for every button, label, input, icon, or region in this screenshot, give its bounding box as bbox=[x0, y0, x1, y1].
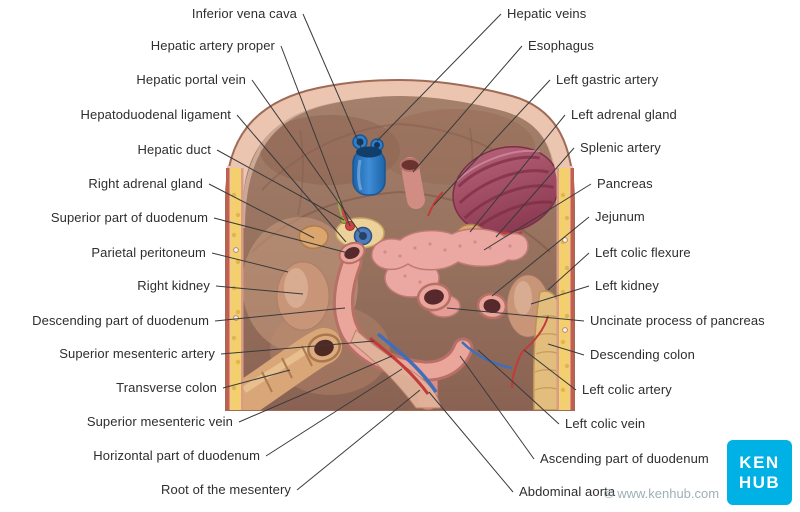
left-colic-vein-shape bbox=[461, 341, 513, 370]
label-descending-colon: Descending colon bbox=[590, 347, 695, 362]
right-body-wall-layers bbox=[556, 166, 574, 410]
spleen-shape bbox=[452, 145, 558, 235]
label-hepatic-duct: Hepatic duct bbox=[137, 142, 211, 157]
transverse-colon-cut bbox=[307, 333, 341, 363]
leader-line-left-adrenal-gland bbox=[469, 114, 566, 233]
transverse-colon-shape bbox=[243, 328, 342, 410]
label-superior-mesenteric-vein: Superior mesenteric vein bbox=[86, 414, 233, 429]
leader-line-root-of-the-mesentery bbox=[296, 389, 421, 491]
leader-line-left-gastric-artery bbox=[433, 79, 551, 206]
leader-line-left-colic-flexure bbox=[547, 252, 590, 291]
label-transverse-colon: Transverse colon bbox=[116, 380, 217, 395]
label-abdominal-aorta: Abdominal aorta bbox=[519, 484, 616, 499]
label-left-colic-flexure: Left colic flexure bbox=[595, 245, 691, 260]
leader-line-hepatic-portal-vein bbox=[251, 79, 362, 235]
leader-line-esophagus bbox=[412, 45, 523, 173]
leader-line-hepatic-duct bbox=[216, 149, 345, 221]
superior-duodenum-cut bbox=[338, 241, 366, 265]
leader-line-hepatoduodenal-ligament bbox=[236, 114, 347, 243]
label-left-colic-vein: Left colic vein bbox=[565, 416, 646, 431]
leader-line-horizontal-part-of-duodenum bbox=[265, 368, 403, 457]
label-parietal-peritoneum: Parietal peritoneum bbox=[91, 245, 206, 260]
label-root-of-the-mesentery: Root of the mesentery bbox=[161, 482, 291, 497]
leader-line-parietal-peritoneum bbox=[211, 252, 289, 273]
leader-line-superior-mesenteric-vein bbox=[238, 355, 393, 423]
leader-line-left-colic-artery bbox=[523, 349, 577, 391]
label-left-adrenal-gland: Left adrenal gland bbox=[571, 107, 677, 122]
kenhub-logo-line1: KEN bbox=[739, 452, 780, 472]
leader-line-superior-mesenteric-artery bbox=[220, 340, 375, 355]
left-gastric-artery-shape bbox=[427, 191, 444, 217]
label-inferior-vena-cava: Inferior vena cava bbox=[191, 6, 297, 21]
label-ascending-part-of-duodenum: Ascending part of duodenum bbox=[540, 451, 709, 466]
inferior-vena-cava-shape bbox=[352, 134, 386, 196]
label-superior-part-of-duodenum: Superior part of duodenum bbox=[50, 210, 208, 225]
leader-line-abdominal-aorta bbox=[428, 391, 514, 493]
mesentery-root-shape bbox=[350, 329, 442, 409]
leader-line-pancreas bbox=[483, 183, 592, 251]
leader-line-splenic-artery bbox=[495, 147, 575, 238]
label-descending-part-of-duodenum: Descending part of duodenum bbox=[32, 313, 209, 328]
leader-line-superior-part-of-duodenum bbox=[213, 217, 353, 255]
label-uncinate-process-of-pancreas: Uncinate process of pancreas bbox=[590, 313, 765, 328]
left-colic-artery-shape bbox=[511, 315, 549, 389]
leader-line-hepatic-artery-proper bbox=[280, 45, 351, 227]
label-splenic-artery: Splenic artery bbox=[580, 140, 661, 155]
leader-line-descending-colon bbox=[547, 343, 585, 356]
superior-mesenteric-artery-shape bbox=[369, 336, 430, 395]
leader-line-left-kidney bbox=[530, 285, 590, 305]
leader-line-jejunum bbox=[491, 216, 590, 297]
label-superior-mesenteric-artery: Superior mesenteric artery bbox=[59, 346, 215, 361]
right-adrenal-gland-shape bbox=[298, 225, 329, 250]
leader-line-right-kidney bbox=[215, 285, 304, 295]
label-esophagus: Esophagus bbox=[528, 38, 594, 53]
label-hepatic-artery-proper: Hepatic artery proper bbox=[150, 38, 275, 53]
label-left-gastric-artery: Left gastric artery bbox=[556, 72, 659, 87]
leader-line-left-colic-vein bbox=[477, 349, 560, 425]
leader-line-inferior-vena-cava bbox=[302, 13, 363, 151]
label-horizontal-part-of-duodenum: Horizontal part of duodenum bbox=[93, 448, 260, 463]
leader-line-right-adrenal-gland bbox=[208, 183, 315, 239]
leader-line-descending-part-of-duodenum bbox=[214, 307, 346, 322]
label-hepatoduodenal-ligament: Hepatoduodenal ligament bbox=[80, 107, 231, 122]
label-right-adrenal-gland: Right adrenal gland bbox=[88, 176, 203, 191]
leader-line-transverse-colon bbox=[222, 369, 291, 389]
label-hepatic-veins: Hepatic veins bbox=[507, 6, 587, 21]
label-pancreas: Pancreas bbox=[597, 176, 653, 191]
watermark: © www.kenhub.com bbox=[604, 486, 720, 501]
kenhub-logo[interactable]: KEN HUB bbox=[727, 440, 792, 505]
leader-line-ascending-part-of-duodenum bbox=[459, 355, 535, 460]
leader-line-hepatic-veins bbox=[376, 13, 502, 142]
label-jejunum: Jejunum bbox=[595, 209, 645, 224]
label-left-colic-artery: Left colic artery bbox=[582, 382, 672, 397]
pancreas-texture bbox=[383, 240, 512, 306]
leader-line-uncinate-process-of-pancreas bbox=[446, 307, 585, 322]
kenhub-logo-line2: HUB bbox=[738, 472, 781, 492]
label-left-kidney: Left kidney bbox=[595, 278, 659, 293]
label-right-kidney: Right kidney bbox=[137, 278, 210, 293]
superior-mesenteric-vein-shape bbox=[376, 332, 438, 393]
label-hepatic-portal-vein: Hepatic portal vein bbox=[136, 72, 246, 87]
